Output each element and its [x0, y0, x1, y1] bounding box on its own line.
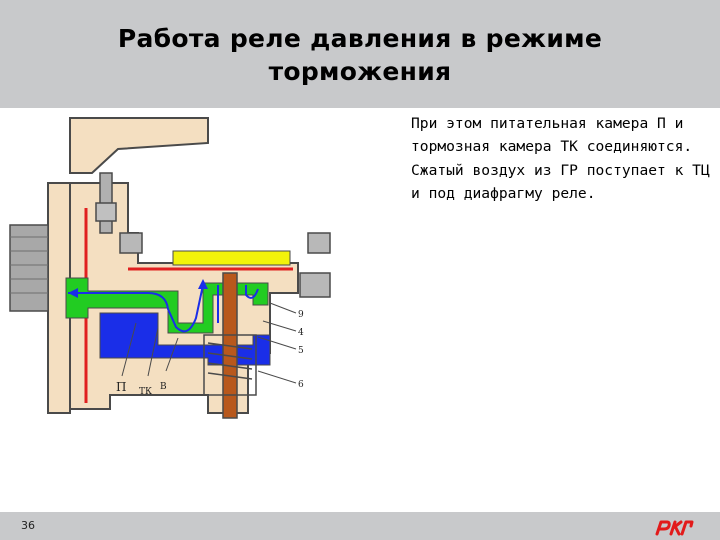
title-bar: Работа реле давления в режиме торможения	[0, 0, 720, 108]
label-5: 5	[298, 346, 304, 356]
pipe-thread-lines	[10, 236, 48, 294]
flow-arrow-right	[217, 285, 259, 323]
pressure-relay-diagram: П ТК В 9 4 5 6	[9, 117, 331, 419]
rzd-logo-icon	[655, 520, 694, 536]
label-p: П	[116, 380, 126, 394]
label-4: 4	[298, 328, 304, 338]
handle-lever	[69, 117, 209, 174]
label-v: В	[160, 382, 167, 392]
slide-title: Работа реле давления в режиме торможения	[0, 22, 720, 88]
side-nut-right	[299, 272, 331, 298]
description-paragraph-1: При этом питательная камера П и тормозна…	[411, 115, 693, 155]
spring-coils	[207, 342, 253, 380]
slide-title-line2: торможения	[268, 57, 452, 86]
top-bolt-right	[307, 232, 331, 254]
flow-arrow-path	[68, 284, 204, 333]
handle-nut	[95, 202, 117, 222]
flow-arrow-head-up	[198, 279, 208, 289]
yellow-chamber	[172, 250, 291, 266]
footer-bar: 36	[0, 512, 720, 540]
label-9: 9	[298, 310, 304, 320]
description-paragraph-2: Сжатый воздух из ГР поступает к ТЦ и под…	[411, 162, 710, 202]
label-tk: ТК	[139, 387, 152, 397]
pipe-thread	[9, 224, 49, 312]
description-text: При этом питательная камера П и тормозна…	[411, 112, 716, 206]
page-number: 36	[21, 519, 35, 532]
top-bolt-left	[119, 232, 143, 254]
flow-arrow-head-left	[68, 288, 78, 298]
label-6: 6	[298, 380, 304, 390]
slide-title-line1: Работа реле давления в режиме	[117, 24, 603, 53]
spring-cylinder	[203, 334, 257, 396]
leader-lines	[121, 302, 297, 384]
